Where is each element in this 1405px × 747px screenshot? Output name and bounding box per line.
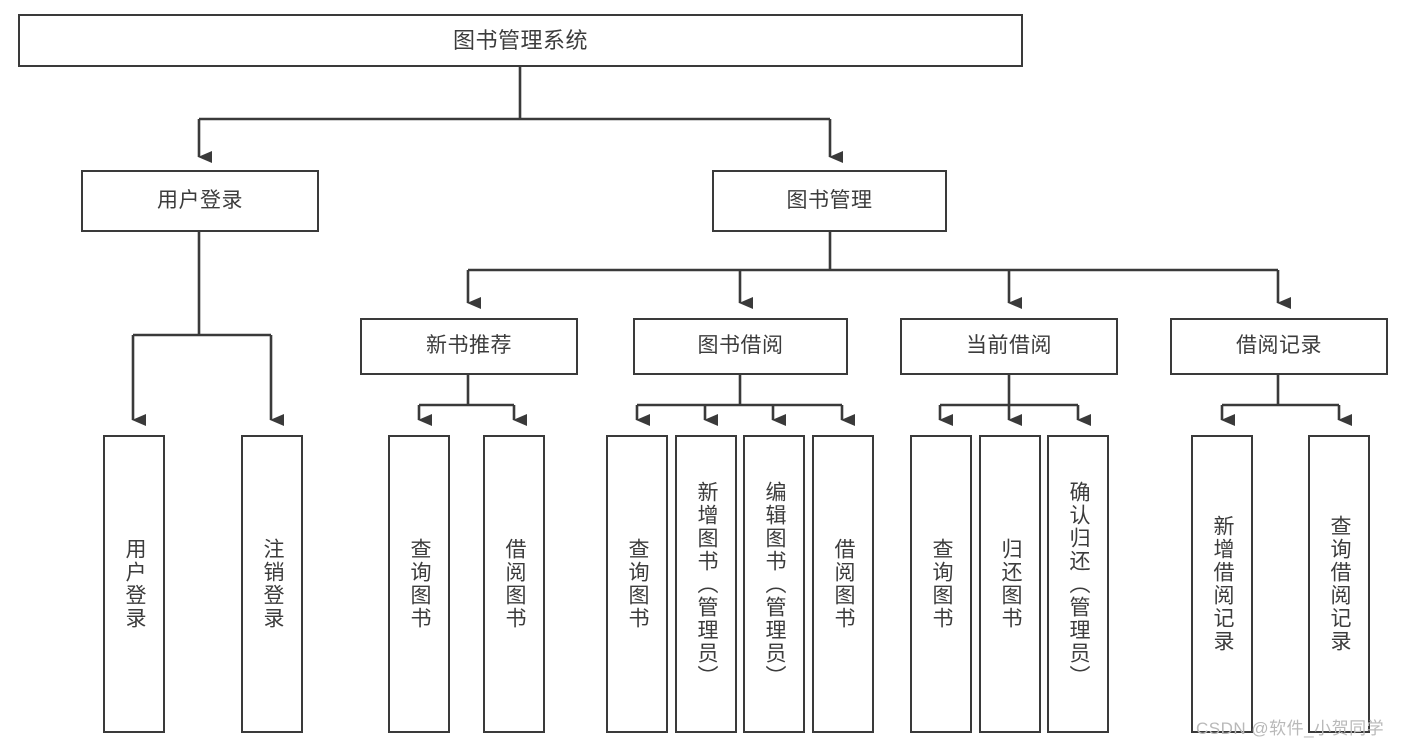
node-label: 图书管理 [786,188,873,212]
node-label: 查询图书 [626,538,650,630]
leaf-query-borrow-record[interactable]: 查询借阅记录 [1308,435,1370,733]
leaf-add-borrow-record[interactable]: 新增借阅记录 [1191,435,1253,733]
node-label: 用户登录 [157,188,243,212]
leaf-user-login[interactable]: 用户登录 [103,435,165,733]
leaf-add-book-admin[interactable]: 新增图书（管理员） [675,435,737,733]
leaf-borrow-book-recommend[interactable]: 借阅图书 [483,435,545,733]
node-user-login[interactable]: 用户登录 [81,170,319,232]
node-root-system[interactable]: 图书管理系统 [18,14,1023,67]
leaf-confirm-return-admin[interactable]: 确认归还（管理员） [1047,435,1109,733]
node-label: 查询图书 [930,538,954,630]
leaf-user-logout[interactable]: 注销登录 [241,435,303,733]
node-label: 新增借阅记录 [1211,515,1235,653]
node-current-borrow[interactable]: 当前借阅 [900,318,1118,375]
leaf-query-book-recommend[interactable]: 查询图书 [388,435,450,733]
leaf-return-book[interactable]: 归还图书 [979,435,1041,733]
node-label: 借阅图书 [503,538,527,630]
node-label: 查询借阅记录 [1328,515,1352,653]
node-label: 图书管理系统 [452,27,588,53]
node-label: 新增图书（管理员） [695,480,719,688]
node-label: 注销登录 [261,538,285,630]
leaf-edit-book-admin[interactable]: 编辑图书（管理员） [743,435,805,733]
csdn-watermark: CSDN @软件_小贺同学 [1196,719,1385,738]
node-label: 用户登录 [123,538,147,630]
node-label: 查询图书 [408,538,432,630]
node-borrow-record[interactable]: 借阅记录 [1170,318,1388,375]
node-book-management[interactable]: 图书管理 [712,170,947,232]
node-label: 借阅图书 [832,538,856,630]
leaf-borrow-book[interactable]: 借阅图书 [812,435,874,733]
node-label: 借阅记录 [1236,334,1322,358]
node-label: 新书推荐 [426,334,512,358]
leaf-query-book-current[interactable]: 查询图书 [910,435,972,733]
node-book-borrow[interactable]: 图书借阅 [633,318,848,375]
node-label: 确认归还（管理员） [1067,480,1091,688]
node-new-book-recommend[interactable]: 新书推荐 [360,318,578,375]
node-label: 编辑图书（管理员） [763,480,787,688]
node-label: 归还图书 [999,538,1023,630]
node-label: 图书借阅 [697,334,784,358]
leaf-query-book-borrow[interactable]: 查询图书 [606,435,668,733]
node-label: 当前借阅 [966,334,1052,358]
